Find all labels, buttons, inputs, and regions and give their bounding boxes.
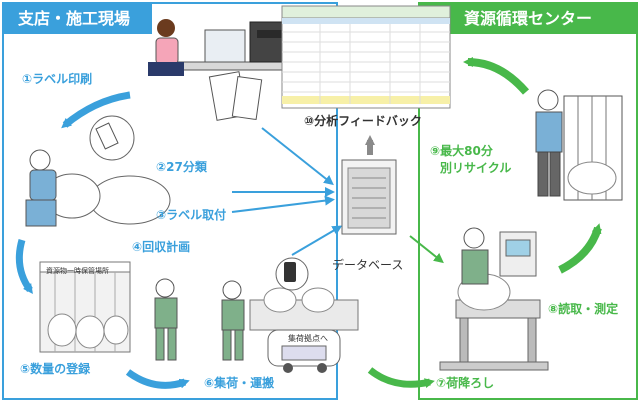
measuring-station-illustration xyxy=(439,227,549,371)
database-label: データベース xyxy=(332,258,404,272)
arrow-9-to-10 xyxy=(463,57,530,95)
database-server-icon xyxy=(341,159,397,235)
branch-site-title: 支店・施工現場 xyxy=(4,4,152,34)
arrow-8-to-9 xyxy=(558,223,602,274)
arrow-db-3 xyxy=(231,195,335,213)
office-worker-illustration xyxy=(148,19,291,121)
arrow-db-5 xyxy=(409,235,444,264)
arrow-3 xyxy=(125,369,190,389)
step-5-label: ⑤数量の登録 xyxy=(20,362,91,376)
step-1-label: ①ラベル印刷 xyxy=(22,72,93,86)
arrow-6-to-7 xyxy=(367,367,435,388)
arrow-2 xyxy=(15,239,33,295)
step-6-label: ⑥集荷・運搬 xyxy=(204,376,275,390)
kneeling-worker-illustration xyxy=(25,115,171,227)
step-2-label: ②27分類 xyxy=(156,160,207,174)
step-9-label-line1: ⑨最大80分 xyxy=(430,144,493,158)
step-10-label: ⑩分析フィードバック xyxy=(304,114,422,128)
step-7-label: ⑦荷降ろし xyxy=(436,376,495,390)
clipboard-worker-illustration xyxy=(154,278,178,361)
truck-illustration xyxy=(221,257,359,373)
step-3-label: ③ラベル取付 xyxy=(156,208,227,222)
analysis-report-table xyxy=(281,5,451,109)
step-9-label-line2: 別リサイクル xyxy=(440,161,512,175)
storage-board-title: 資源物一時保管場所 xyxy=(46,267,109,275)
recycling-rack-illustration xyxy=(535,89,623,201)
truck-sign: 集荷拠点へ xyxy=(288,334,328,343)
step-8-label: ⑧読取・測定 xyxy=(548,302,619,316)
recycling-center-panel: 資源循環センター xyxy=(418,2,638,400)
arrow-db-4 xyxy=(291,225,343,256)
arrow-1 xyxy=(61,91,131,129)
recycling-center-title: 資源循環センター xyxy=(420,4,636,34)
step-4-label: ④回収計画 xyxy=(132,240,191,254)
storage-cage-illustration xyxy=(39,261,131,353)
arrow-db-1 xyxy=(261,127,334,186)
branch-site-panel: 支店・施工現場 xyxy=(2,2,338,400)
